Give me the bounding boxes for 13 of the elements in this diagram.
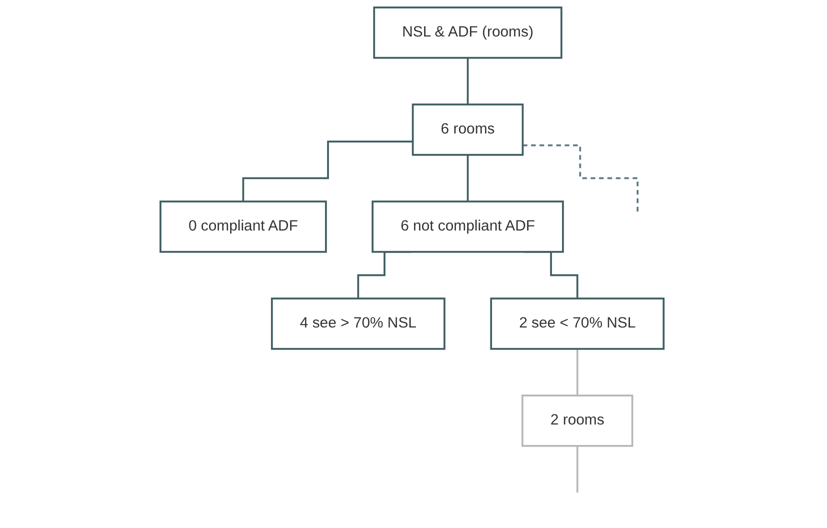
- node-box: 4 see > 70% NSL: [271, 298, 446, 350]
- node-box: 6 not compliant ADF: [372, 200, 564, 253]
- connector: [467, 56, 470, 106]
- connector: [576, 348, 579, 396]
- node-box: 2 see < 70% NSL: [490, 298, 666, 350]
- node-box: 2 rooms: [522, 394, 634, 447]
- connector: [242, 140, 414, 202]
- connector: [523, 144, 639, 214]
- connector: [576, 444, 579, 494]
- connector: [467, 154, 470, 202]
- node-box: NSL & ADF (rooms): [374, 6, 563, 59]
- node-box: 0 compliant ADF: [160, 200, 328, 253]
- node-box: 6 rooms: [412, 104, 524, 156]
